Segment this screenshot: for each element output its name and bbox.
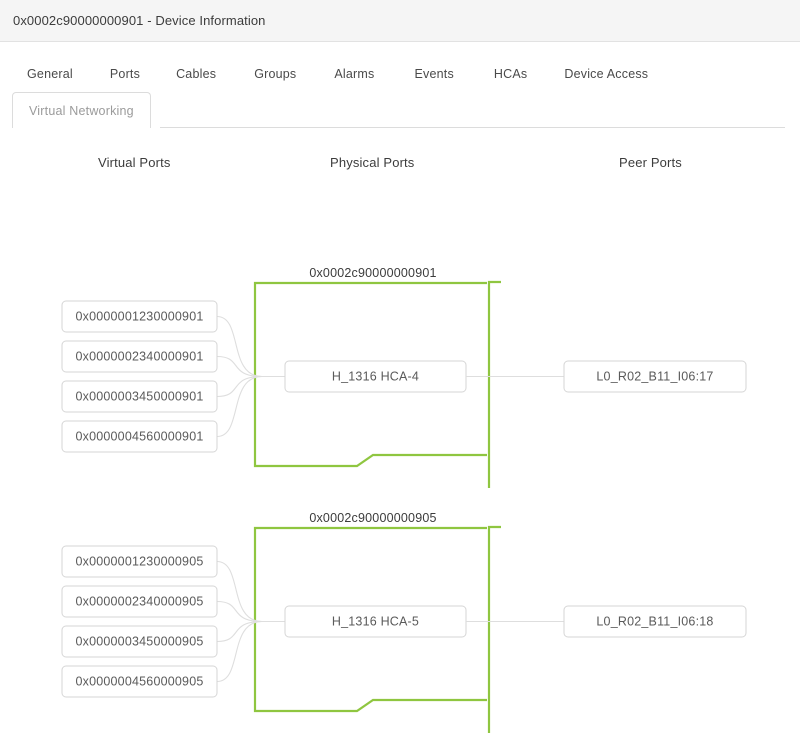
virtual-port-node-label: 0x0000004560000901 <box>75 429 203 443</box>
group-rail <box>487 280 501 488</box>
virtual-port-node-box <box>61 300 218 333</box>
virtual-port-node[interactable]: 0x0000001230000901 <box>61 300 218 333</box>
peer-port-node-label: L0_R02_B11_I06:17 <box>596 369 713 383</box>
virtual-to-physical-link <box>216 315 263 378</box>
virtual-port-node-label: 0x0000003450000901 <box>75 389 203 403</box>
virtual-port-node-box <box>61 380 218 413</box>
virtual-to-physical-link <box>216 355 263 378</box>
virtual-port-node-label: 0x0000002340000901 <box>75 349 203 363</box>
tab-groups[interactable]: Groups <box>254 67 297 81</box>
peer-port-node-box <box>563 605 747 638</box>
virtual-port-node-label: 0x0000004560000905 <box>75 674 203 688</box>
group-label: 0x0002c90000000905 <box>309 511 436 525</box>
physical-port-node-label: H_1316 HCA-4 <box>332 369 419 383</box>
tab-alarms[interactable]: Alarms <box>334 67 375 81</box>
column-header-peer-ports: Peer Ports <box>619 155 682 170</box>
tab-events[interactable]: Events <box>414 67 454 81</box>
virtual-port-node-label: 0x0000001230000905 <box>75 554 203 568</box>
tab-row-primary: General Ports Cables Groups Alarms Event… <box>0 55 648 93</box>
virtual-port-node[interactable]: 0x0000004560000905 <box>61 665 218 698</box>
virtual-port-node-label: 0x0000003450000905 <box>75 634 203 648</box>
window-header: 0x0002c90000000901 - Device Information <box>0 0 800 42</box>
tab-row-secondary: Virtual Networking <box>0 92 800 130</box>
physical-port-node-label: H_1316 HCA-5 <box>332 614 419 628</box>
tab-hcas[interactable]: HCAs <box>493 67 528 81</box>
diagram-svg: 0x0002c90000000901 0x0000001230000901 0x00… <box>61 266 747 733</box>
physical-port-node[interactable]: H_1316 HCA-4 <box>284 360 467 393</box>
virtual-port-node-box <box>61 665 218 698</box>
tab-underline <box>160 127 785 128</box>
virtual-to-physical-link <box>216 620 263 643</box>
group-label: 0x0002c90000000901 <box>309 266 436 280</box>
peer-port-node-label: L0_R02_B11_I06:18 <box>596 614 713 628</box>
peer-port-node-box <box>563 360 747 393</box>
tab-bar: General Ports Cables Groups Alarms Event… <box>0 55 800 130</box>
virtual-port-node-box <box>61 545 218 578</box>
virtual-port-node[interactable]: 0x0000004560000901 <box>61 420 218 453</box>
physical-port-node[interactable]: H_1316 HCA-5 <box>284 605 467 638</box>
page-title: 0x0002c90000000901 - Device Information <box>13 13 266 28</box>
virtual-to-physical-link <box>216 560 263 623</box>
port-group: 0x0002c90000000901 0x0000001230000901 0x00… <box>61 266 747 488</box>
port-group: 0x0002c90000000905 0x0000001230000905 0x00… <box>61 511 747 733</box>
peer-port-node[interactable]: L0_R02_B11_I06:17 <box>563 360 747 393</box>
virtual-port-node-label: 0x0000002340000905 <box>75 594 203 608</box>
virtual-port-node-box <box>61 585 218 618</box>
tab-general[interactable]: General <box>27 67 73 81</box>
group-rail <box>487 525 501 733</box>
virtual-networking-diagram: 0x0002c90000000901 0x0000001230000901 0x00… <box>0 130 800 733</box>
virtual-port-node-box <box>61 340 218 373</box>
column-header-physical-ports: Physical Ports <box>330 155 415 170</box>
virtual-port-node[interactable]: 0x0000002340000905 <box>61 585 218 618</box>
column-header-virtual-ports: Virtual Ports <box>98 155 171 170</box>
virtual-to-physical-link <box>216 600 263 623</box>
group-outline <box>253 281 487 468</box>
tab-device-access[interactable]: Device Access <box>564 67 649 81</box>
virtual-port-node[interactable]: 0x0000003450000905 <box>61 625 218 658</box>
tab-cables[interactable]: Cables <box>176 67 217 81</box>
virtual-port-node[interactable]: 0x0000001230000905 <box>61 545 218 578</box>
virtual-port-node-box <box>61 420 218 453</box>
virtual-to-physical-link <box>216 375 263 398</box>
tab-virtual-networking[interactable]: Virtual Networking <box>12 92 151 128</box>
virtual-port-node-box <box>61 625 218 658</box>
virtual-to-physical-link <box>216 620 263 683</box>
virtual-port-node-label: 0x0000001230000901 <box>75 309 203 323</box>
virtual-to-physical-link <box>216 375 263 438</box>
virtual-port-node[interactable]: 0x0000003450000901 <box>61 380 218 413</box>
peer-port-node[interactable]: L0_R02_B11_I06:18 <box>563 605 747 638</box>
virtual-port-node[interactable]: 0x0000002340000901 <box>61 340 218 373</box>
tab-ports[interactable]: Ports <box>109 67 141 81</box>
group-outline <box>253 526 487 713</box>
